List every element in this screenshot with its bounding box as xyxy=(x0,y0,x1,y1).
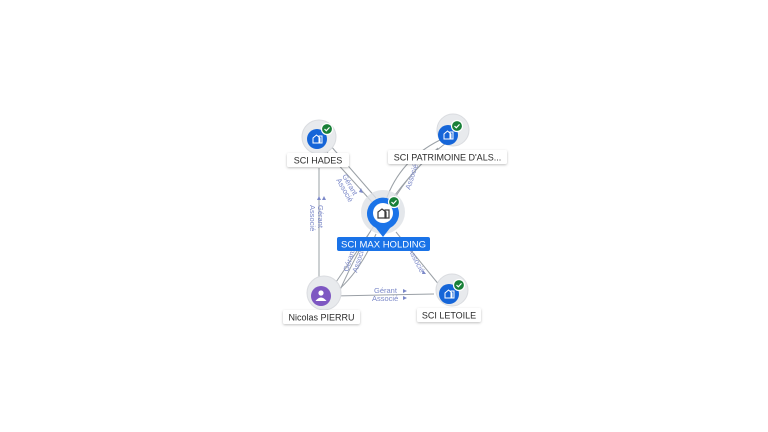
center-node-label: SCI MAX HOLDING xyxy=(341,240,426,251)
verified-check-icon xyxy=(450,119,464,133)
node-label: SCI HADES xyxy=(294,156,343,166)
edge-label-gerant: Gérant xyxy=(374,286,398,295)
edge-arrows xyxy=(317,188,426,300)
node-sci-hades[interactable]: SCI HADES xyxy=(287,119,349,167)
node-label: SCI PATRIMOINE D'ALS... xyxy=(394,153,501,163)
person-icon xyxy=(315,290,327,301)
building-icon xyxy=(377,208,390,219)
building-icon xyxy=(444,289,455,299)
edge-label-associe: Associé xyxy=(308,205,317,231)
node-sci-patrimoine[interactable]: SCI PATRIMOINE D'ALS... xyxy=(388,113,507,164)
edge-pierru-letoile xyxy=(333,293,435,297)
node-sci-letoile[interactable]: SCI LETOILE xyxy=(417,273,481,322)
center-node[interactable]: SCI MAX HOLDING xyxy=(337,190,430,251)
node-nicolas-pierru[interactable]: Nicolas PIERRU xyxy=(283,275,360,324)
node-label: Nicolas PIERRU xyxy=(288,313,354,323)
verified-check-icon xyxy=(452,278,466,292)
building-icon xyxy=(312,134,323,144)
verified-check-icon xyxy=(387,195,401,209)
verified-check-icon xyxy=(320,122,334,136)
node-label: SCI LETOILE xyxy=(422,311,476,321)
edge-label-associe: Associé xyxy=(372,294,398,303)
building-icon xyxy=(443,130,454,140)
edge-label-gerant: Gérant xyxy=(316,205,325,229)
edge-label-associe: Associé xyxy=(403,163,420,191)
